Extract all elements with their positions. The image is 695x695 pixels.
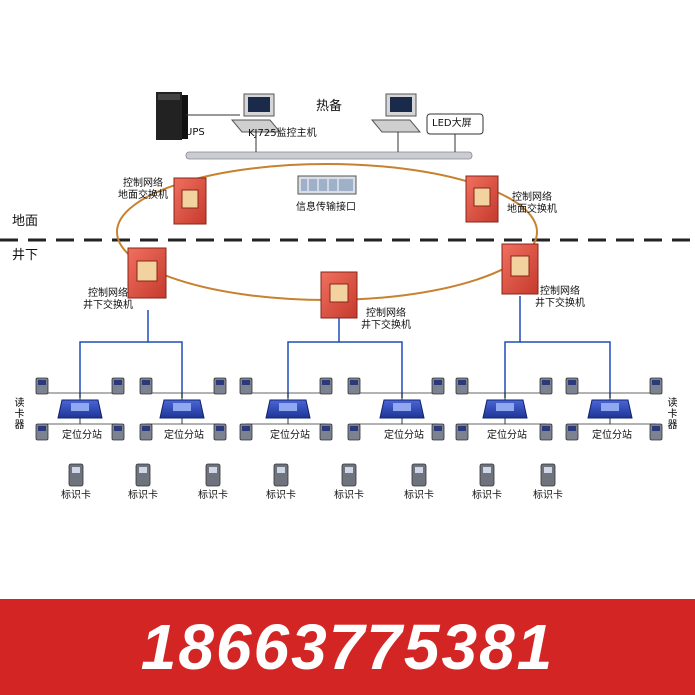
ups-server-icon <box>156 92 240 140</box>
station-reader-lines <box>42 392 656 425</box>
id-card-icon <box>479 463 495 487</box>
station-label: 定位分站 <box>62 430 102 441</box>
station-label: 定位分站 <box>164 430 204 441</box>
card-reader-icon <box>139 377 153 395</box>
station-label: 定位分站 <box>270 430 310 441</box>
station-label: 定位分站 <box>592 430 632 441</box>
under-switch-right-line2: 井下交换机 <box>535 298 585 309</box>
ground-switch-left-line2: 地面交换机 <box>118 190 168 201</box>
ground-switch-right-icon <box>465 175 499 223</box>
card-reader-icon <box>649 377 663 395</box>
id-card-icon <box>341 463 357 487</box>
positioning-station-icon <box>587 399 633 419</box>
phone-banner <box>0 599 695 695</box>
id-card-label: 标识卡 <box>266 490 296 501</box>
led-screen-label: LED大屏 <box>432 118 472 129</box>
card-reader-icon <box>539 377 553 395</box>
id-card-icon <box>540 463 556 487</box>
card-reader-icon <box>35 423 49 441</box>
id-card-label: 标识卡 <box>472 490 502 501</box>
under-switch-left-line1: 控制网络 <box>88 288 128 299</box>
positioning-station-icon <box>57 399 103 419</box>
underground-switch-right-icon <box>501 243 539 295</box>
station-groups <box>35 377 663 441</box>
under-switch-right-line1: 控制网络 <box>540 286 580 297</box>
phone-number: 18663775381 <box>140 611 555 683</box>
id-card-label: 标识卡 <box>61 490 91 501</box>
transmission-interface-icon <box>297 175 357 195</box>
card-reader-icon <box>35 377 49 395</box>
positioning-station-icon <box>482 399 528 419</box>
card-reader-icon <box>539 423 553 441</box>
under-switch-left-line2: 井下交换机 <box>83 300 133 311</box>
underground-zone-label: 井下 <box>12 248 39 263</box>
id-card-label: 标识卡 <box>533 490 563 501</box>
card-reader-icon <box>239 423 253 441</box>
id-card-label: 标识卡 <box>404 490 434 501</box>
id-card-icon <box>273 463 289 487</box>
card-reader-icon <box>455 423 469 441</box>
underground-network-lines <box>79 296 611 398</box>
ground-switch-left-icon <box>173 177 207 225</box>
id-card-label: 标识卡 <box>334 490 364 501</box>
ground-zone-label: 地面 <box>12 214 39 229</box>
card-reader-icon <box>565 423 579 441</box>
under-switch-mid-line1: 控制网络 <box>366 308 406 319</box>
positioning-station-icon <box>379 399 425 419</box>
ethernet-bus-bar <box>185 151 473 160</box>
id-card-label: 标识卡 <box>128 490 158 501</box>
underground-switch-mid-icon <box>320 271 358 319</box>
id-card-row <box>68 463 556 487</box>
positioning-station-icon <box>159 399 205 419</box>
id-card-icon <box>411 463 427 487</box>
host-label: KJ725监控主机 <box>248 128 317 139</box>
reader-label-left: 读卡器 <box>14 398 25 431</box>
card-reader-icon <box>239 377 253 395</box>
ground-switch-right-line1: 控制网络 <box>512 192 552 203</box>
card-reader-icon <box>431 423 445 441</box>
card-reader-icon <box>213 377 227 395</box>
id-card-label: 标识卡 <box>198 490 228 501</box>
card-reader-icon <box>649 423 663 441</box>
station-label: 定位分站 <box>487 430 527 441</box>
ground-switch-right-line2: 地面交换机 <box>507 204 557 215</box>
card-reader-icon <box>565 377 579 395</box>
card-reader-icon <box>455 377 469 395</box>
id-card-icon <box>205 463 221 487</box>
id-card-icon <box>135 463 151 487</box>
interface-label: 信息传输接口 <box>296 202 356 213</box>
ground-switch-left-line1: 控制网络 <box>123 178 163 189</box>
card-reader-icon <box>431 377 445 395</box>
card-reader-icon <box>213 423 227 441</box>
card-reader-icon <box>111 423 125 441</box>
hot-standby-label: 热备 <box>316 99 343 114</box>
positioning-station-icon <box>265 399 311 419</box>
card-reader-icon <box>319 377 333 395</box>
id-card-icon <box>68 463 84 487</box>
card-reader-icon <box>139 423 153 441</box>
card-reader-icon <box>347 423 361 441</box>
reader-label-right: 读卡器 <box>667 398 678 431</box>
host-computer-icon <box>230 93 282 152</box>
card-reader-icon <box>347 377 361 395</box>
station-label: 定位分站 <box>384 430 424 441</box>
underground-switch-left-icon <box>127 247 167 299</box>
ups-label: UPS <box>185 127 205 138</box>
card-reader-icon <box>111 377 125 395</box>
standby-computer-icon <box>370 93 422 152</box>
card-reader-icon <box>319 423 333 441</box>
under-switch-mid-line2: 井下交换机 <box>361 320 411 331</box>
